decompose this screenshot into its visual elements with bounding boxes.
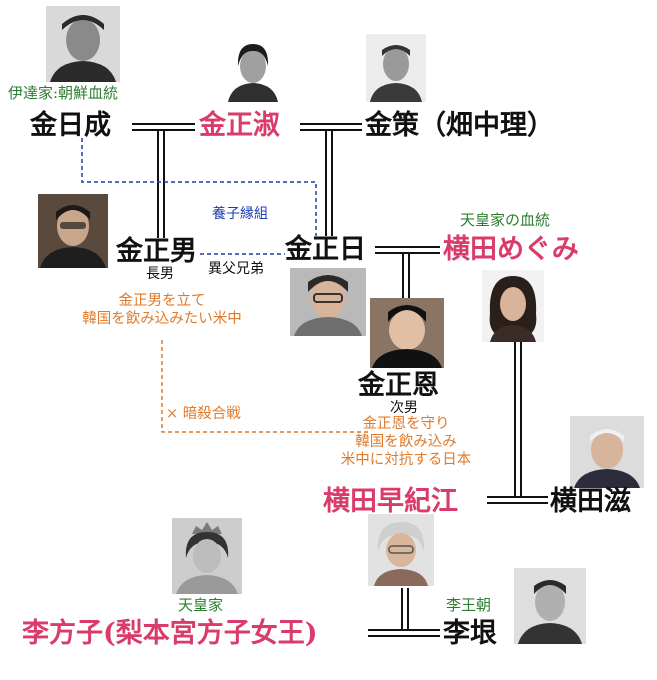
name-kim-chaek: 金策（畑中理）	[365, 110, 554, 141]
yi-bangja-photo	[172, 518, 242, 594]
tag-adoption: 養子縁組	[212, 206, 268, 222]
kim-il-sung-photo	[46, 6, 120, 82]
tag-imperial-family: 天皇家	[178, 596, 224, 614]
name-yokota-sakie: 横田早紀江	[323, 486, 458, 517]
yokota-sakie-photo	[368, 514, 434, 586]
name-kim-il-sung: 金日成	[30, 110, 111, 141]
yi-un-photo	[514, 568, 586, 644]
name-yokota-shigeru: 横田滋	[550, 486, 631, 517]
tag-eldest-son: 長男	[146, 266, 174, 282]
kim-jong-suk-photo	[224, 36, 282, 102]
tag-half-brothers: 異父兄弟	[208, 261, 264, 277]
name-kim-jong-nam: 金正男	[116, 236, 197, 267]
note-assassination: × 暗殺合戦	[166, 406, 241, 422]
note-japan-line-2: 韓国を飲み込み	[355, 434, 457, 451]
name-kim-jong-un: 金正恩	[358, 370, 439, 401]
tag-imperial-lineage: 天皇家の血統	[460, 211, 551, 229]
adoption-dashed-line	[81, 138, 317, 236]
tag-second-son: 次男	[390, 400, 418, 416]
tag-date-lineage: 伊達家:朝鮮血統	[8, 84, 119, 102]
note-japan: 金正恩を守り 韓国を飲み込み 米中に対抗する日本	[318, 415, 494, 469]
name-yi-un: 李垠	[443, 618, 497, 649]
note-us-china-line-2: 韓国を飲み込みたい米中	[82, 311, 242, 328]
name-yokota-megumi: 横田めぐみ	[443, 234, 579, 265]
assassination-dashed-line	[161, 340, 368, 433]
yokota-shigeru-photo	[570, 416, 644, 488]
tag-yi-dynasty: 李王朝	[446, 596, 492, 614]
name-yi-bangja: 李方子(梨本宮方子女王)	[22, 618, 318, 649]
note-us-china: 金正男を立て 韓国を飲み込みたい米中	[52, 292, 272, 328]
kim-jong-nam-photo	[38, 194, 108, 268]
yokota-megumi-photo	[482, 270, 544, 342]
kim-chaek-photo	[366, 34, 426, 102]
name-kim-jong-suk: 金正淑	[199, 110, 280, 141]
kim-jong-il-photo	[290, 268, 366, 336]
note-japan-line-3: 米中に対抗する日本	[340, 452, 472, 469]
note-us-china-line-1: 金正男を立て	[118, 293, 206, 309]
kim-jong-un-photo	[370, 298, 444, 368]
name-kim-jong-il: 金正日	[285, 234, 366, 265]
note-japan-line-1: 金正恩を守り	[362, 416, 450, 432]
